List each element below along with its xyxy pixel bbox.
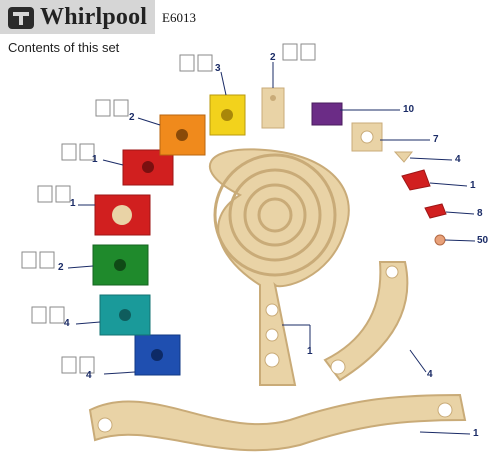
brand-logo-icon	[8, 7, 34, 29]
leader-lines	[67, 62, 476, 435]
qty-wood-square: 7	[433, 134, 439, 145]
wood-square	[351, 122, 383, 152]
qty-red-block-holes: 1	[92, 154, 98, 165]
wood-pin	[434, 234, 446, 246]
red-clip	[401, 169, 431, 191]
qty-purple-block: 10	[403, 104, 415, 115]
qty-teal-block: 4	[64, 318, 70, 329]
red-block-holes	[122, 149, 174, 186]
qty-wood-post: 2	[270, 52, 276, 63]
qty-curved-rail: 4	[427, 369, 433, 380]
yellow-block	[209, 94, 246, 136]
wood-post	[261, 87, 285, 129]
purple-block	[311, 102, 343, 126]
red-block-plug	[94, 194, 151, 236]
qty-wood-pin: 50	[477, 235, 489, 246]
spiral-board	[209, 148, 350, 386]
reference-icons	[21, 43, 316, 374]
qty-green-block: 2	[58, 262, 64, 273]
qty-blue-block: 4	[86, 370, 92, 381]
blue-block	[134, 334, 181, 376]
brand-title: Whirlpool	[40, 4, 148, 30]
qty-red-block-plug: 1	[70, 198, 76, 209]
qty-red-clip: 1	[470, 180, 476, 191]
orange-block	[159, 114, 206, 156]
green-block	[92, 244, 149, 286]
page-header: Whirlpool E6013	[0, 0, 500, 36]
qty-yellow-block: 3	[215, 63, 221, 74]
qty-wood-wedge: 4	[455, 154, 461, 165]
wood-wedge	[393, 151, 414, 163]
curved-rail	[323, 261, 409, 382]
contents-subtitle: Contents of this set	[8, 40, 120, 55]
qty-spiral-board: 1	[307, 346, 313, 357]
qty-wave-rail: 1	[473, 428, 479, 439]
qty-orange-block: 2	[129, 112, 135, 123]
teal-block	[99, 294, 151, 336]
red-pin	[424, 203, 447, 219]
product-code: E6013	[162, 10, 196, 25]
qty-red-pin: 8	[477, 208, 483, 219]
brand-bar: Whirlpool	[0, 0, 155, 34]
wave-rail	[88, 393, 467, 452]
